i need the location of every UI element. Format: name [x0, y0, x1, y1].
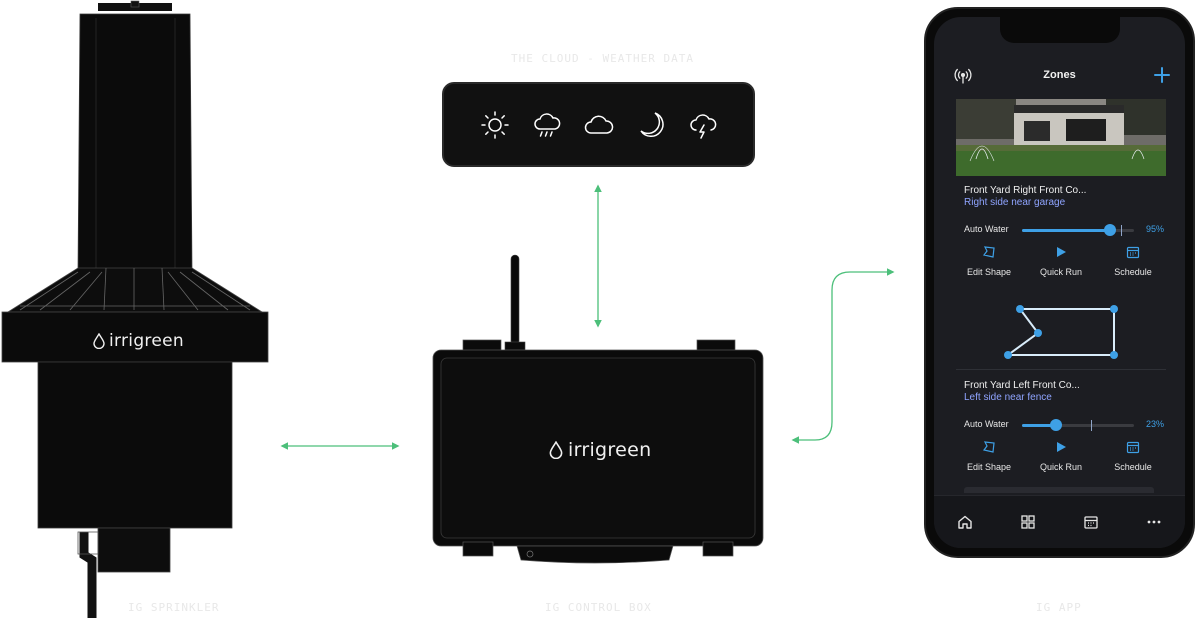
- sprinkler-logo-text: irrigreen: [109, 331, 184, 351]
- phone-mockup: Zones Front Yard Right Front Co... Right…: [924, 7, 1195, 558]
- auto-water-row: Auto Water 23%: [964, 417, 1164, 433]
- phone-notch: [1000, 17, 1120, 43]
- schedule-button[interactable]: Schedule: [1100, 440, 1166, 474]
- rain-cloud-icon: [531, 109, 563, 141]
- sprinkler-logo: irrigreen: [92, 328, 192, 354]
- auto-water-label: Auto Water: [964, 419, 1009, 429]
- slider-knob[interactable]: [1104, 224, 1117, 236]
- play-icon: [1057, 442, 1066, 452]
- schedule-button[interactable]: Schedule: [1100, 245, 1166, 279]
- sprinkler-caption: IG SPRINKLER: [128, 601, 220, 614]
- add-icon[interactable]: [1153, 66, 1171, 84]
- moon-icon: [635, 109, 667, 141]
- quick-run-button[interactable]: Quick Run: [1028, 440, 1094, 474]
- control-box-logo-text: irrigreen: [568, 439, 652, 461]
- schedule-label: Schedule: [1114, 462, 1152, 472]
- zone-actions: Edit Shape Quick Run Schedule: [956, 245, 1166, 279]
- storm-cloud-icon: [687, 109, 719, 141]
- page-title: Zones: [1043, 69, 1076, 81]
- edit-shape-icon: [982, 246, 995, 258]
- quick-run-button[interactable]: Quick Run: [1028, 245, 1094, 279]
- quick-run-label: Quick Run: [1039, 462, 1083, 472]
- zone-divider: [956, 369, 1166, 370]
- calendar-icon: [1126, 441, 1140, 454]
- slider-knob[interactable]: [1049, 419, 1062, 431]
- auto-water-percent: 95%: [1145, 224, 1164, 234]
- box-app-connector: [791, 268, 895, 444]
- app-screen: Zones Front Yard Right Front Co... Right…: [934, 17, 1185, 548]
- home-icon[interactable]: [955, 512, 975, 532]
- zone-title[interactable]: Front Yard Left Front Co...: [964, 380, 1080, 391]
- zone-title[interactable]: Front Yard Right Front Co...: [964, 185, 1087, 196]
- control-box-logo: irrigreen: [548, 436, 658, 464]
- edit-shape-button[interactable]: Edit Shape: [956, 440, 1022, 474]
- quick-run-label: Quick Run: [1039, 267, 1083, 277]
- droplet-icon: [93, 333, 105, 349]
- zone-subtitle: Right side near garage: [964, 197, 1066, 208]
- auto-water-slider[interactable]: [1022, 224, 1134, 236]
- auto-water-slider[interactable]: [1022, 419, 1134, 431]
- app-caption: IG APP: [1036, 601, 1082, 614]
- zone-actions: Edit Shape Quick Run Schedule: [956, 440, 1166, 474]
- cloud-caption: THE CLOUD - WEATHER DATA: [511, 52, 694, 65]
- calendar-icon: [1126, 246, 1140, 259]
- slider-fill: [1022, 424, 1056, 427]
- schedule-label: Schedule: [1114, 267, 1152, 277]
- slider-fill: [1022, 229, 1111, 232]
- auto-water-row: Auto Water 95%: [964, 222, 1164, 238]
- weather-data-panel: [442, 82, 755, 167]
- play-icon: [1057, 247, 1066, 257]
- auto-water-percent: 23%: [1145, 419, 1164, 429]
- grid-icon[interactable]: [1018, 512, 1038, 532]
- edit-shape-label: Edit Shape: [966, 267, 1012, 277]
- zone-subtitle: Left side near fence: [964, 392, 1052, 403]
- more-icon[interactable]: [1144, 512, 1164, 532]
- sun-icon: [479, 109, 511, 141]
- bottom-nav: [934, 495, 1185, 548]
- control-box-caption: IG CONTROL BOX: [545, 601, 652, 614]
- edit-shape-icon: [982, 441, 995, 453]
- cloud-icon: [583, 109, 615, 141]
- slider-marker: [1120, 225, 1122, 236]
- next-card-hint: [964, 487, 1154, 493]
- droplet-icon: [549, 441, 563, 459]
- signal-icon[interactable]: [954, 67, 972, 85]
- sprinkler-illustration: [1, 0, 269, 618]
- calendar-icon[interactable]: [1081, 512, 1101, 532]
- auto-water-label: Auto Water: [964, 224, 1009, 234]
- app-header: Zones: [934, 65, 1185, 87]
- edit-shape-label: Edit Shape: [966, 462, 1012, 472]
- slider-marker: [1091, 420, 1093, 431]
- edit-shape-button[interactable]: Edit Shape: [956, 245, 1022, 279]
- zone-shape-preview[interactable]: [994, 297, 1134, 367]
- zone-photo[interactable]: [956, 99, 1166, 176]
- control-box-illustration: [432, 254, 764, 564]
